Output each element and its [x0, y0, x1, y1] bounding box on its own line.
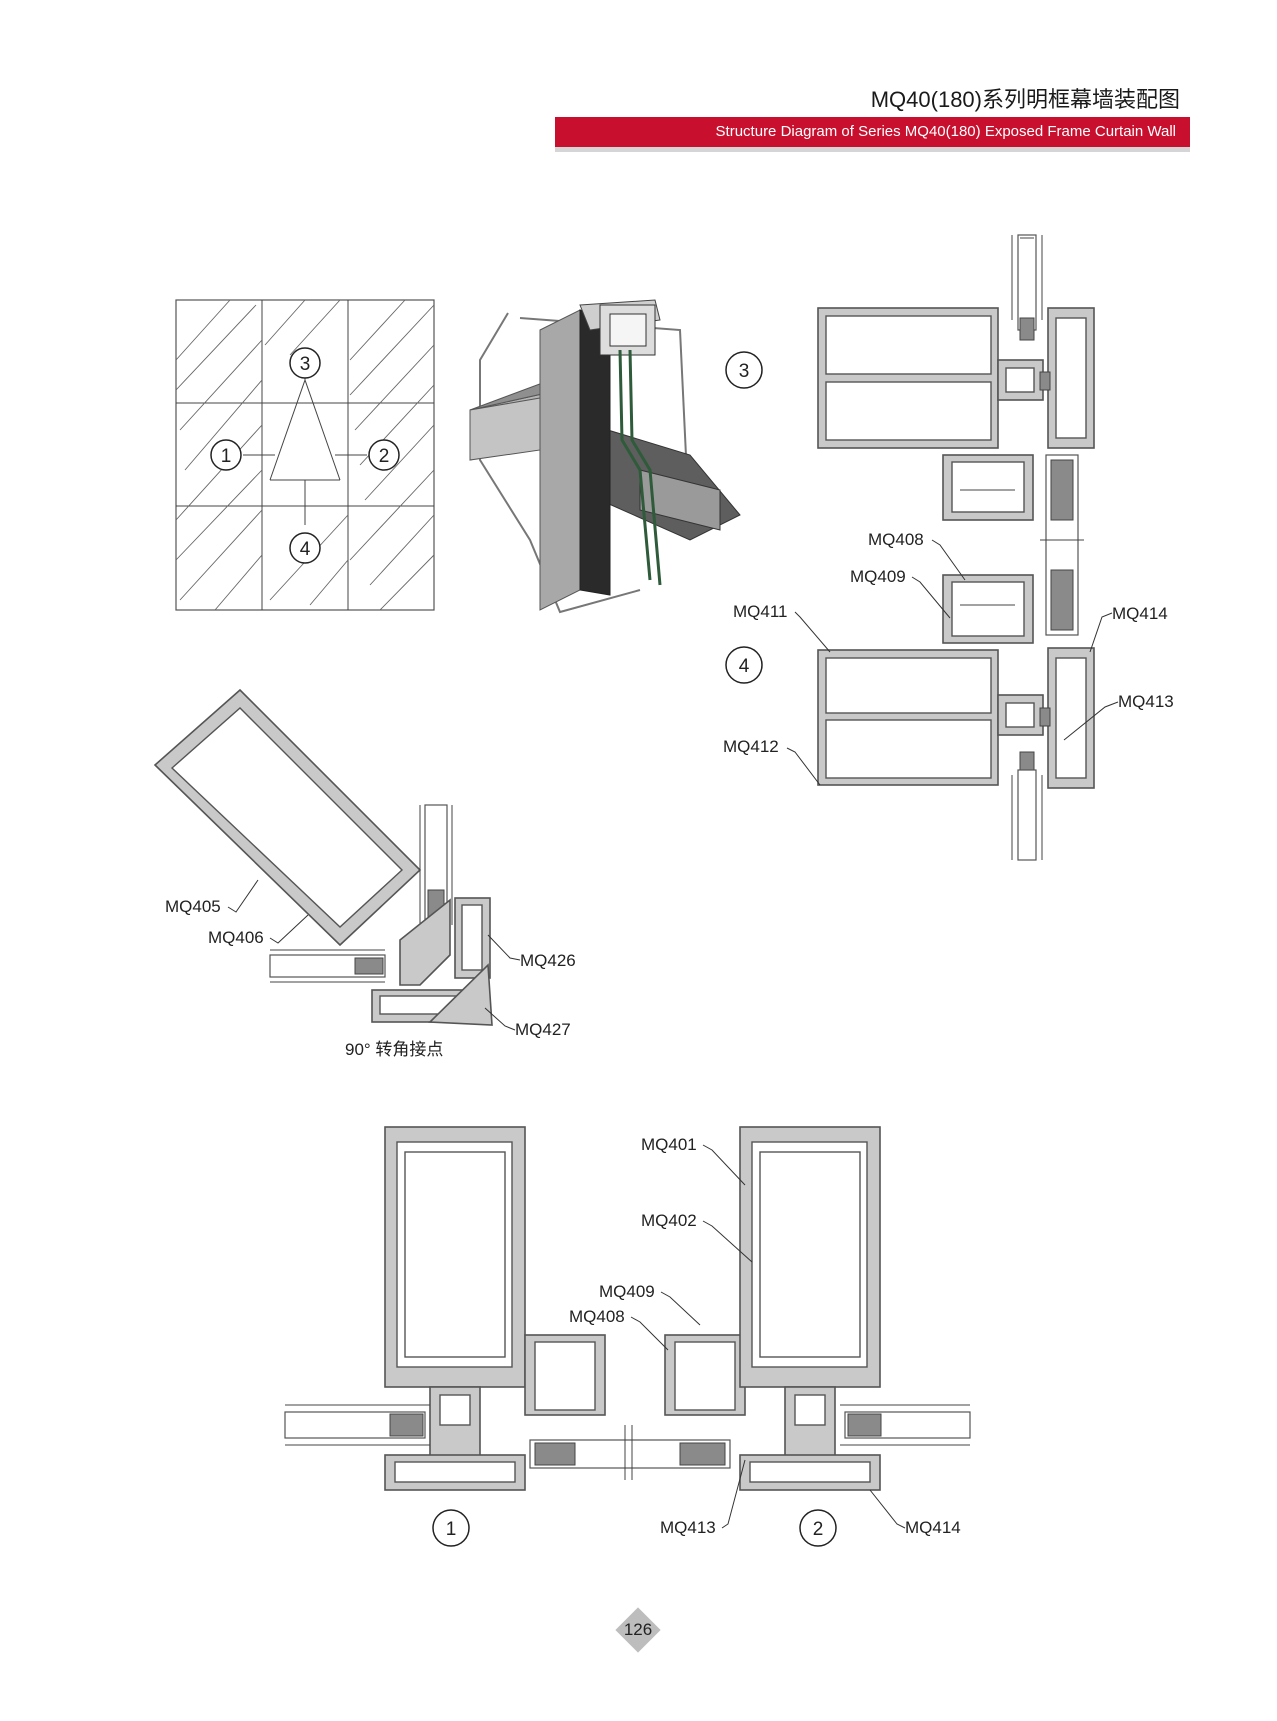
corner-glass-top	[419, 804, 453, 925]
page-title-cn: MQ40(180)系列明框幕墙装配图	[870, 87, 1180, 112]
label-mq413-s34: MQ413	[1118, 692, 1174, 711]
marker-label: 1	[221, 446, 232, 467]
elevation-marker-3: 3	[289, 347, 321, 379]
label-mq414-s12: MQ414	[905, 1518, 961, 1537]
label-mq426: MQ426	[520, 951, 576, 970]
perspective-view	[469, 299, 741, 614]
page-number: 126	[623, 1620, 653, 1639]
section-1-2-diagram: 1 2 MQ401 MQ402 MQ409 MQ408 MQ413 MQ414	[284, 1126, 971, 1547]
elevation-triangle	[243, 378, 367, 525]
label-mq408-s34: MQ408	[868, 530, 924, 549]
elevation-marker-4: 4	[289, 532, 321, 564]
marker-label: 1	[446, 1519, 457, 1540]
label-mq402: MQ402	[641, 1211, 697, 1230]
label-mq413-s12: MQ413	[660, 1518, 716, 1537]
profile-mq408-mq409-upper	[942, 574, 1034, 644]
page-number-badge: 126	[614, 1606, 662, 1654]
label-mq411: MQ411	[733, 602, 788, 621]
marker-label: 3	[739, 361, 750, 382]
marker-label: 4	[739, 656, 750, 677]
section-marker-1: 1	[432, 1509, 470, 1547]
mullion-right-profile	[739, 1126, 881, 1491]
glass-left	[284, 1404, 430, 1446]
transom-front-face	[469, 397, 541, 461]
section-marker-4: 4	[725, 646, 763, 684]
pressure-plate-upper	[942, 454, 1084, 636]
marker-label: 2	[379, 446, 390, 467]
title-bar-shadow	[555, 147, 1190, 152]
section-marker-2: 2	[799, 1509, 837, 1547]
mullion-left-profile	[384, 1126, 526, 1491]
glass-pane-edge	[618, 349, 652, 581]
page-title-en: Structure Diagram of Series MQ40(180) Ex…	[715, 123, 1176, 140]
elevation-marker-1: 1	[210, 439, 242, 471]
transom-lower-profile	[817, 647, 1095, 789]
elevation-marker-2: 2	[368, 439, 400, 471]
glass-unit-bottom	[1011, 751, 1043, 861]
transom-upper-profile	[817, 307, 1095, 449]
glass-right	[840, 1404, 971, 1446]
label-mq427: MQ427	[515, 1020, 571, 1039]
corner-caption: 90° 转角接点	[345, 1040, 443, 1059]
glass-edge-outline	[479, 312, 641, 614]
center-profiles	[524, 1334, 746, 1480]
glass-pane-edge	[628, 349, 662, 586]
mullion-end-hollow	[609, 313, 647, 347]
label-mq401: MQ401	[641, 1135, 697, 1154]
label-mq414-s34: MQ414	[1112, 604, 1168, 623]
section-marker-3: 3	[725, 351, 763, 389]
label-mq405: MQ405	[165, 897, 221, 916]
mullion-front	[539, 309, 581, 611]
label-mq409-s34: MQ409	[850, 567, 906, 586]
marker-label: 4	[300, 539, 311, 560]
elevation-diagram: 3 1 2 4	[175, 299, 435, 611]
section-3-4-diagram: 3 4 MQ408 MQ409 MQ411 MQ412 MQ414 MQ413	[723, 234, 1174, 861]
marker-label: 2	[813, 1519, 824, 1540]
marker-label: 3	[300, 354, 311, 375]
corner-glass-left	[269, 949, 386, 983]
label-mq409-s12: MQ409	[599, 1282, 655, 1301]
label-mq406: MQ406	[208, 928, 264, 947]
corner-profiles-mq426-mq427	[371, 897, 493, 1026]
title-bar: Structure Diagram of Series MQ40(180) Ex…	[555, 117, 1190, 147]
corner-joint-diagram: MQ405 MQ406 MQ426 MQ427 90° 转角接点	[153, 688, 576, 1059]
label-mq412: MQ412	[723, 737, 779, 756]
glass-unit-top	[1011, 234, 1043, 341]
elevation-hatching	[175, 299, 435, 611]
label-mq408-s12: MQ408	[569, 1307, 625, 1326]
transom-profile-end	[639, 469, 721, 531]
corner-mullion-mq405	[153, 688, 422, 947]
